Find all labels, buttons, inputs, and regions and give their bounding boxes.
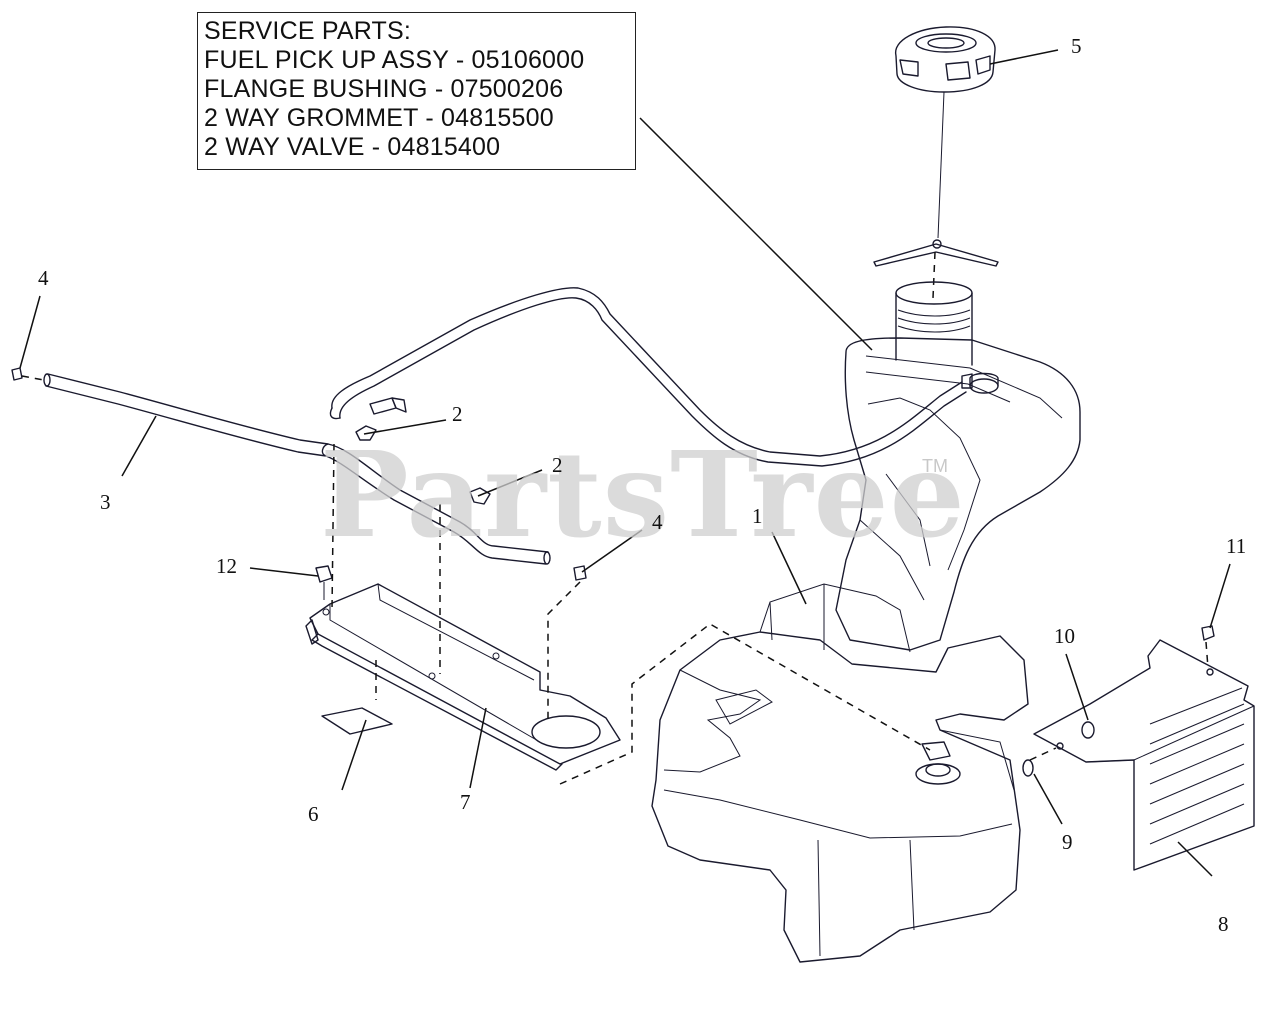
callout-2-lower[interactable]: 2 (552, 453, 563, 477)
hose-end-cap-right (573, 565, 587, 581)
fuel-hose (43, 373, 551, 565)
service-part-line: FLANGE BUSHING - 07500206 (204, 75, 564, 103)
service-parts-title: SERVICE PARTS: (204, 17, 412, 45)
callout-4-left[interactable]: 4 (38, 266, 49, 290)
screw (1201, 625, 1215, 641)
callout-4-right[interactable]: 4 (652, 510, 663, 534)
callout-10[interactable]: 10 (1054, 624, 1075, 648)
trademark-symbol: TM (922, 456, 948, 476)
hose-end-cap-left (11, 367, 23, 381)
service-part-line: 2 WAY VALVE - 04815400 (204, 133, 501, 161)
callout-6[interactable]: 6 (308, 802, 319, 826)
callout-1[interactable]: 1 (752, 504, 763, 528)
callout-5[interactable]: 5 (1071, 34, 1082, 58)
bolt (315, 565, 333, 583)
callout-12[interactable]: 12 (216, 554, 237, 578)
callout-8[interactable]: 8 (1218, 912, 1229, 936)
callout-9[interactable]: 9 (1062, 830, 1073, 854)
callout-11[interactable]: 11 (1226, 534, 1247, 558)
service-parts-box: SERVICE PARTS: FUEL PICK UP ASSY - 05106… (197, 12, 636, 170)
fuel-cap (895, 26, 996, 93)
watermark: PartsTree (320, 425, 966, 564)
cap-retainer (873, 243, 999, 267)
callout-3[interactable]: 3 (100, 490, 111, 514)
clip-lower (469, 487, 491, 505)
callout-2-upper[interactable]: 2 (452, 402, 463, 426)
heat-shield (1033, 639, 1255, 871)
tank-bracket (305, 583, 621, 771)
pad (321, 707, 393, 735)
clip-upper (355, 425, 377, 441)
cap-tether (937, 91, 945, 239)
service-part-line: 2 WAY GROMMET - 04815500 (204, 104, 554, 132)
fuel-tank (651, 281, 1081, 963)
callout-7[interactable]: 7 (460, 790, 471, 814)
service-part-line: FUEL PICK UP ASSY - 05106000 (204, 46, 585, 74)
fuel-line-loop (329, 287, 967, 467)
grommet (1022, 759, 1034, 777)
